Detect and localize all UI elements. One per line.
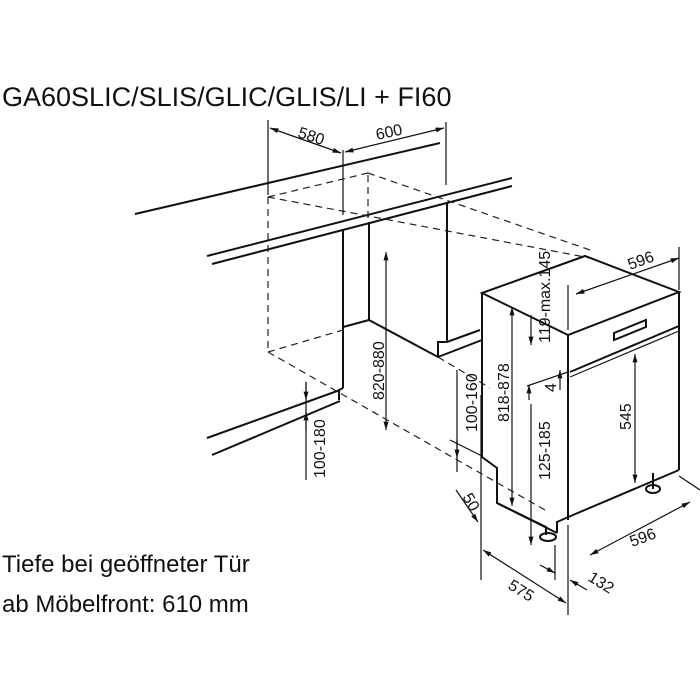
dishwasher — [479, 254, 682, 542]
dim-119-max145: 119-max.145 — [537, 251, 554, 343]
dimension-lines — [267, 120, 700, 615]
dim-818-878: 818-878 — [496, 363, 513, 422]
dim-132: 132 — [585, 569, 617, 598]
note-line-1: Tiefe bei geöffneter Tür — [2, 551, 250, 578]
dim-820-880: 820-880 — [371, 341, 388, 400]
model-title: GA60SLIC/SLIS/GLIC/GLIS/LI + FI60 — [2, 82, 452, 112]
dim-4: 4 — [543, 383, 560, 392]
foot — [539, 532, 557, 542]
note-line-2: ab Möbelfront: 610 mm — [2, 591, 249, 618]
dim-580: 580 — [296, 125, 327, 149]
control-panel-display — [613, 318, 647, 342]
door-depth-note: Tiefe bei geöffneter Tür ab Möbelfront: … — [2, 545, 250, 625]
dim-596-top: 596 — [626, 249, 657, 274]
dim-596-bottom: 596 — [628, 526, 659, 551]
dim-600: 600 — [374, 122, 404, 144]
plinth-lines — [206, 389, 341, 456]
dim-545: 545 — [618, 403, 635, 430]
worktop — [134, 142, 513, 265]
dim-50: 50 — [459, 491, 483, 515]
dim-100-180: 100-180 — [312, 419, 329, 478]
dim-125-185: 125-185 — [537, 421, 554, 480]
dim-100-160: 100-160 — [464, 373, 481, 432]
